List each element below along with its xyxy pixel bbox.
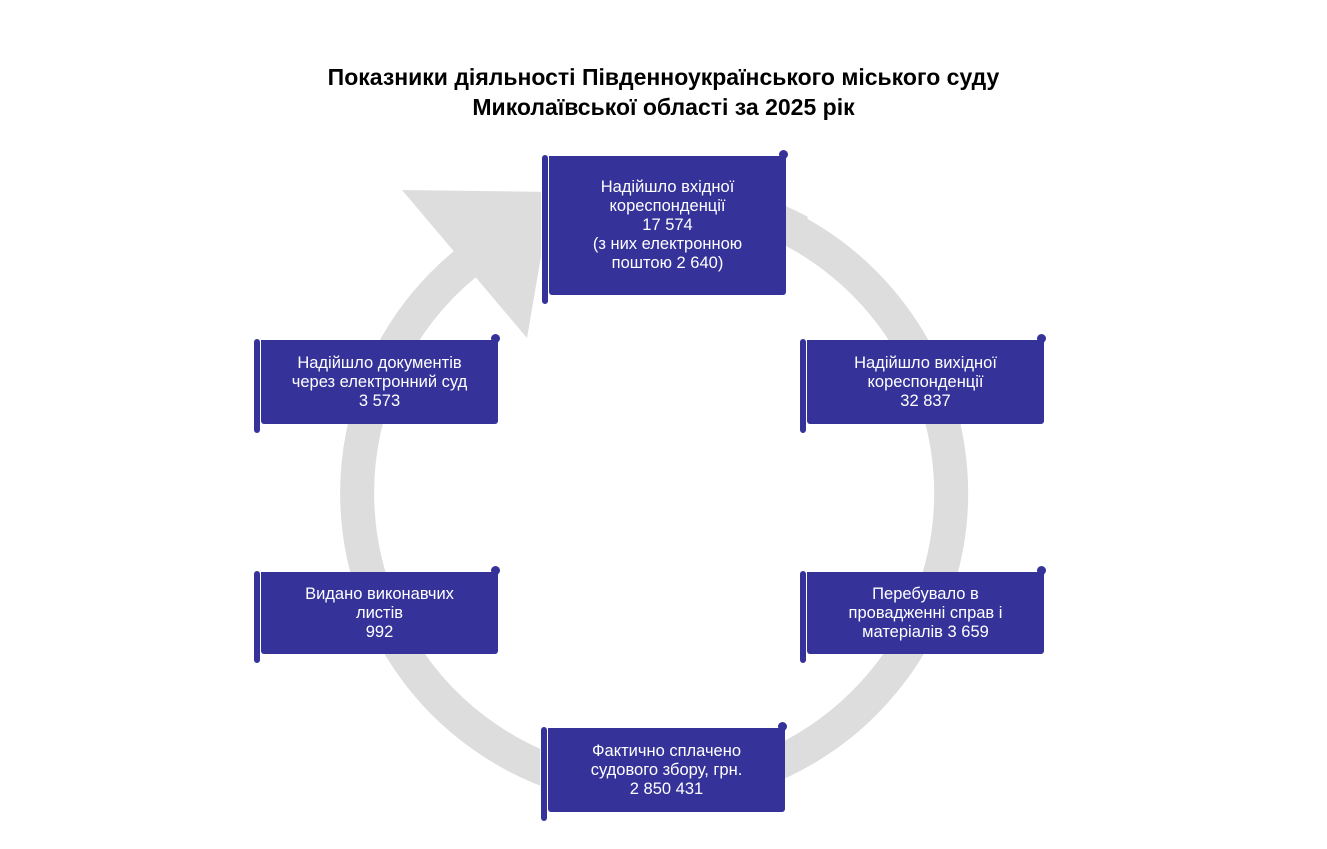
- box-text: через електронний суд: [291, 372, 468, 391]
- box-e-court: Надійшло документів через електронний су…: [253, 334, 500, 434]
- box-value: 17 574: [642, 216, 693, 234]
- box-writs: Видано виконавчих листів 992: [253, 566, 500, 664]
- box-value: 992: [365, 622, 394, 641]
- box-text: Надійшло вихідної: [854, 353, 997, 372]
- box-value: 3 573: [358, 391, 401, 410]
- box-text: провадженні справ і: [848, 603, 1003, 622]
- scroll-curl: [779, 150, 788, 159]
- box-text: Надійшло документів: [297, 353, 462, 372]
- box-text: Фактично сплачено: [591, 741, 742, 760]
- box-value: матеріалів 3 659: [862, 622, 989, 641]
- box-text: судового збору, грн.: [590, 760, 743, 779]
- box-incoming: Надійшло вхідної кореспонденції 17 574 (…: [541, 150, 788, 305]
- scroll-roll: [799, 570, 807, 664]
- scroll-roll: [799, 338, 807, 434]
- box-value: 32 837: [900, 391, 951, 410]
- box-text: поштою 2 640): [611, 254, 724, 272]
- box-text: Видано виконавчих: [305, 584, 454, 603]
- box-value: 2 850 431: [629, 779, 704, 798]
- title-line: Миколаївської області за 2025 рік: [472, 94, 855, 120]
- title-line: Показники діяльності Південноукраїнськог…: [327, 64, 1000, 90]
- scroll-curl: [778, 722, 787, 731]
- box-cases: Перебувало в провадженні справ і матеріа…: [799, 566, 1046, 664]
- box-text: Надійшло вхідної: [600, 178, 735, 196]
- box-text: Перебувало в: [872, 584, 979, 603]
- box-text: кореспонденції: [867, 372, 984, 391]
- scroll-curl: [491, 334, 500, 343]
- box-outgoing: Надійшло вихідної кореспонденції 32 837: [799, 334, 1046, 434]
- scroll-roll: [253, 338, 261, 434]
- scroll-curl: [1037, 566, 1046, 575]
- scroll-roll: [541, 154, 549, 305]
- diagram-title: Показники діяльності Південноукраїнськог…: [0, 62, 1327, 122]
- scroll-curl: [1037, 334, 1046, 343]
- scroll-curl: [491, 566, 500, 575]
- box-text: кореспонденції: [609, 197, 726, 215]
- scroll-roll: [253, 570, 261, 664]
- box-text: (з них електронною: [592, 235, 743, 253]
- scroll-roll: [540, 726, 548, 822]
- box-court-fee: Фактично сплачено судового збору, грн. 2…: [540, 722, 787, 822]
- arrow-head: [402, 190, 552, 338]
- box-text: листів: [355, 603, 404, 622]
